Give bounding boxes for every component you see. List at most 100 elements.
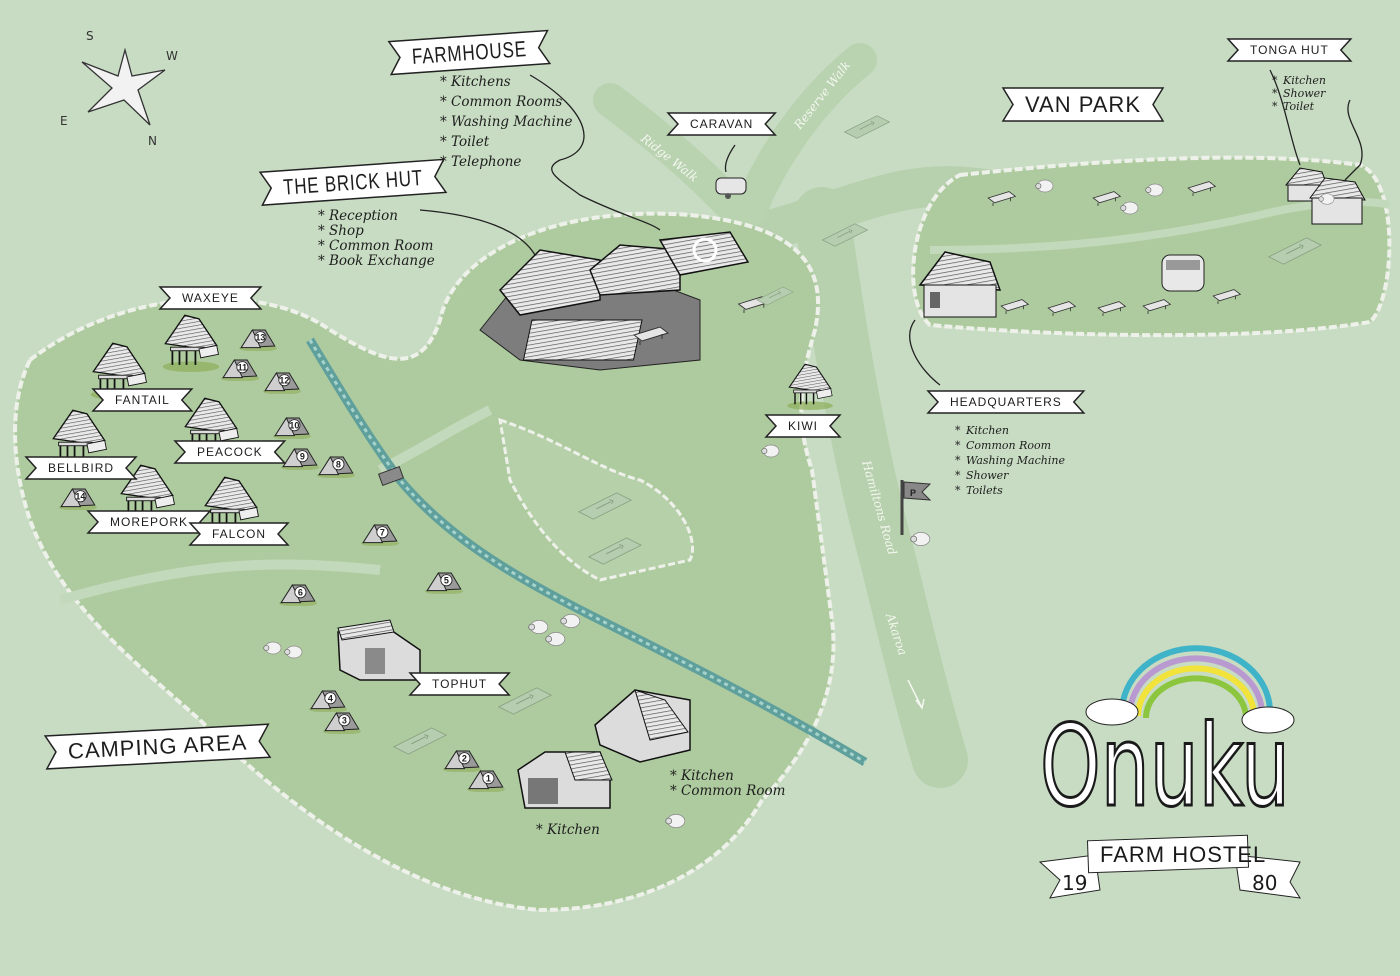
compass-south: S [86, 29, 94, 43]
tent-7[interactable]: 7 [360, 524, 400, 547]
amenity-bullet: * [670, 768, 677, 784]
logo-name: Onuku [1040, 702, 1290, 832]
van-park-banner[interactable]: VAN PARK [1001, 87, 1165, 122]
amenity-bullet: * [440, 74, 447, 90]
compass-star-icon [81, 47, 166, 126]
banner-ribbon [173, 440, 287, 464]
tonga-hut-banner[interactable]: TONGA HUT [1226, 38, 1353, 62]
falcon-label: FALCON [212, 527, 266, 541]
tent-number: 3 [342, 716, 347, 726]
camping-area-banner[interactable]: CAMPING AREA [43, 723, 272, 770]
banner-ribbon [1226, 38, 1353, 62]
van-park-paddock [911, 155, 1392, 338]
hamiltons-road [794, 187, 968, 788]
tophut-label: TOPHUT [432, 677, 487, 691]
amenity-bullet: * [955, 484, 961, 497]
amenity-item: Kitchen [680, 768, 734, 784]
amenity-bullet: * [955, 439, 961, 452]
amenity-item: Telephone [451, 154, 521, 170]
tent-6[interactable]: 6 [278, 584, 318, 607]
morepork-label: MOREPORK [110, 515, 188, 529]
amenity-item: Kitchens [450, 74, 511, 90]
falcon-banner[interactable]: FALCON [188, 522, 290, 546]
tent-number: 2 [462, 754, 467, 764]
farmhouse-banner[interactable]: FARMHOUSE [387, 29, 552, 76]
tent-2[interactable]: 2 [442, 750, 482, 773]
tent-5[interactable]: 5 [424, 572, 464, 595]
brick-hut-banner[interactable]: THE BRICK HUT [258, 158, 448, 207]
compass-east: E [60, 114, 68, 128]
tent-11[interactable]: 11 [220, 359, 260, 382]
morepork-banner[interactable]: MOREPORK [86, 510, 212, 534]
amenity-item: Washing Machine [451, 114, 572, 130]
headquarters-building[interactable] [918, 251, 1002, 318]
pointer-arrows [419, 69, 1363, 386]
ridge-walk-track [593, 83, 757, 232]
amenity-bullet: * [955, 454, 961, 467]
amenity-lists: *Kitchens*Common Rooms*Washing Machine*T… [318, 74, 1326, 838]
amenity-item: Reception [328, 208, 398, 224]
caravan-banner[interactable]: CARAVAN [666, 112, 777, 136]
fantail-banner[interactable]: FANTAIL [91, 388, 194, 412]
kitchen-common-room-building[interactable] [594, 689, 691, 763]
tent-3[interactable]: 3 [322, 712, 362, 735]
brick-hut-amenities: *Reception*Shop*Common Room*Book Exchang… [318, 208, 435, 269]
amenity-bullet: * [440, 114, 447, 130]
tent-14[interactable]: 14 [58, 488, 98, 511]
amenity-item: Common Room [681, 783, 785, 799]
amenity-item: Kitchen [546, 822, 600, 838]
tent-9[interactable]: 9 [280, 448, 320, 471]
amenity-bullet: * [1272, 100, 1278, 113]
amenity-item: Shower [1283, 87, 1326, 100]
banner-ribbon [158, 286, 263, 310]
amenity-item: Toilets [966, 484, 1003, 497]
tent-13[interactable]: 13 [238, 329, 278, 352]
kiwi-banner[interactable]: KIWI [764, 414, 842, 438]
tent-number: 10 [289, 421, 299, 431]
tent-4[interactable]: 4 [308, 690, 348, 713]
bellbird-label: BELLBIRD [48, 461, 114, 475]
tonga-hut-label: TONGA HUT [1250, 43, 1329, 57]
compass-north: N [148, 134, 157, 148]
amenity-bullet: * [955, 469, 961, 482]
akaroa-arrow-icon [907, 679, 925, 710]
amenity-bullet: * [670, 783, 677, 799]
amenity-bullet: * [318, 208, 325, 224]
amenity-item: Washing Machine [966, 454, 1065, 467]
waxeye-banner[interactable]: WAXEYE [158, 286, 263, 310]
peacock-banner[interactable]: PEACOCK [173, 440, 287, 464]
amenity-item: Common Room [329, 238, 433, 254]
tent-12[interactable]: 12 [262, 372, 302, 395]
parking-flag-icon: P [900, 480, 932, 535]
onuku-logo: Onuku FARM HOSTEL 19 80 [1039, 645, 1301, 899]
banner-ribbon [387, 29, 552, 76]
kitchen-building[interactable] [517, 751, 613, 809]
rainbow-icon [1119, 645, 1273, 719]
tent-number: 9 [300, 452, 305, 462]
peacock-label: PEACOCK [197, 445, 263, 459]
amenity-bullet: * [440, 154, 447, 170]
tent-1[interactable]: 1 [466, 770, 506, 793]
amenity-bullet: * [440, 94, 447, 110]
bellbird-banner[interactable]: BELLBIRD [24, 456, 138, 480]
tonga-hut-amenities: *Kitchen*Shower*Toilet [1272, 74, 1326, 113]
inner-paddock [498, 417, 695, 582]
fantail-label: FANTAIL [115, 393, 170, 407]
parking-sign: P [910, 488, 916, 498]
kiwi-label: KIWI [788, 419, 818, 433]
road-network [593, 43, 1010, 788]
amenity-item: Shower [966, 469, 1009, 482]
brick-hut-farmhouse-complex[interactable] [479, 231, 770, 371]
tent-number: 1 [486, 774, 491, 784]
headquarters-banner[interactable]: HEADQUARTERS [926, 390, 1086, 414]
tophut-banner[interactable]: TOPHUT [408, 672, 511, 696]
logo-subtitle-banner [1086, 834, 1250, 874]
tent-10[interactable]: 10 [272, 417, 312, 440]
tent-8[interactable]: 8 [316, 456, 356, 479]
headquarters-amenities: *Kitchen*Common Room*Washing Machine*Sho… [955, 424, 1065, 497]
tent-number: 13 [255, 333, 265, 343]
amenity-bullet: * [1272, 74, 1278, 87]
banner-ribbon [91, 388, 194, 412]
banner-ribbon [24, 456, 138, 480]
